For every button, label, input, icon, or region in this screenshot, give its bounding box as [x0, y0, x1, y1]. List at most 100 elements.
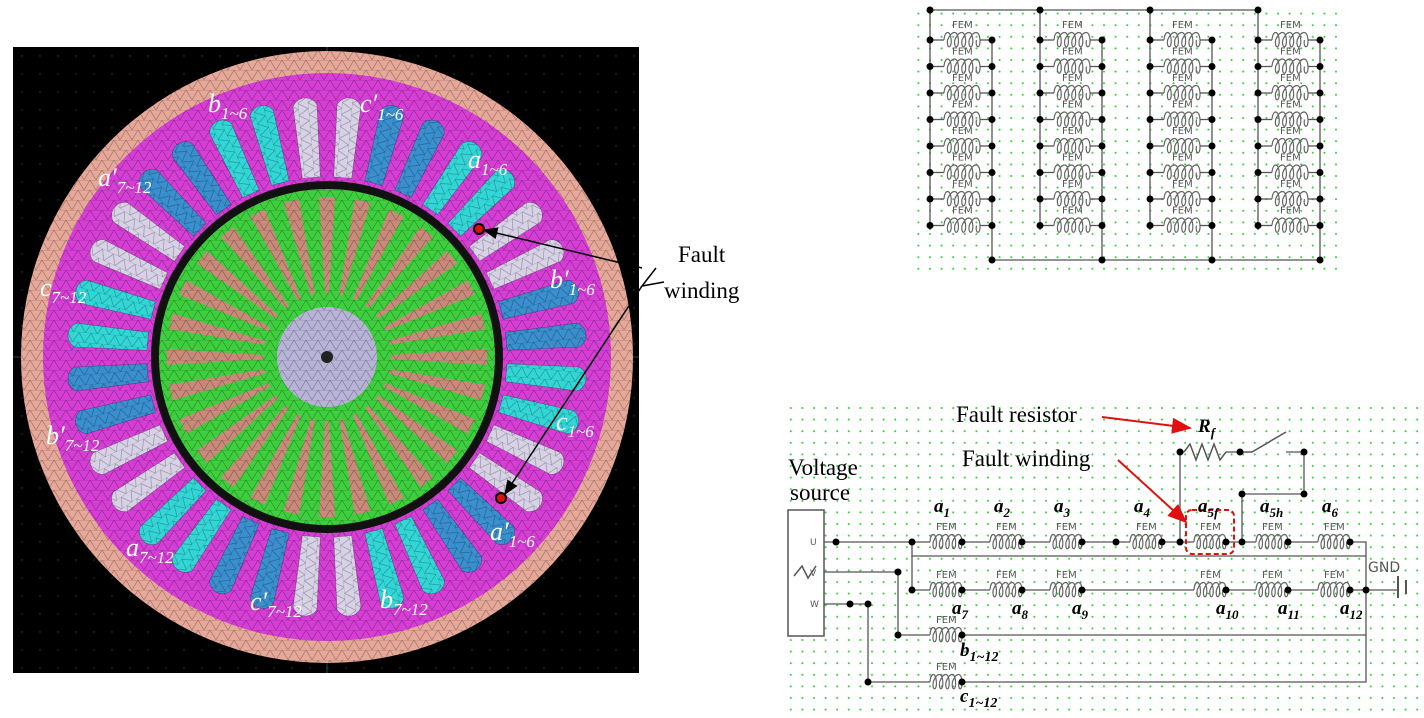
- bg-dot: [633, 181, 635, 183]
- bg-dot: [21, 541, 23, 543]
- junction-dot: [1254, 142, 1262, 150]
- inductor-coil: FEM: [1163, 20, 1201, 48]
- bg-dot: [39, 577, 41, 579]
- inductor-coil: FEM: [1163, 126, 1201, 154]
- bg-dot: [39, 181, 41, 183]
- junction-dot: [832, 538, 840, 546]
- inductor-coil: FEM: [1163, 153, 1201, 180]
- label-c-7-12: c7~12: [40, 273, 87, 307]
- junction-dot: [1098, 116, 1106, 123]
- bg-dot: [633, 289, 635, 291]
- coil-path: [943, 111, 981, 127]
- bg-dot: [201, 667, 203, 669]
- junction-dot: [1036, 63, 1044, 70]
- fault-resistor-label: Fault resistor: [956, 402, 1077, 427]
- fem-label: FEM: [1062, 206, 1083, 217]
- rf-label: Rf: [1197, 416, 1217, 440]
- fem-label: FEM: [936, 615, 957, 626]
- bg-dot: [291, 667, 293, 669]
- fem-label: FEM: [952, 126, 973, 137]
- junction-dot: [1146, 89, 1154, 97]
- inductor-coil: FEM: [1053, 179, 1091, 207]
- inductor-coil: FEM: [1317, 570, 1351, 598]
- bg-dot: [561, 649, 563, 651]
- callout-bracket: [640, 267, 665, 288]
- inductor-coil: FEM: [1271, 153, 1309, 180]
- bg-dot: [183, 667, 185, 669]
- bg-dot: [183, 631, 185, 633]
- stator-slot: [111, 452, 186, 512]
- bg-dot: [129, 55, 131, 57]
- slot-mesh: [422, 141, 482, 215]
- coil-path: [929, 673, 963, 690]
- bg-dot: [615, 127, 617, 129]
- junction-dot: [1146, 169, 1154, 176]
- stator-slot: [89, 424, 169, 475]
- bg-dot: [615, 163, 617, 165]
- junction-dot: [1222, 586, 1230, 594]
- junction-dot: [1316, 63, 1324, 70]
- junction-dot: [1208, 195, 1216, 203]
- fem-label: FEM: [936, 570, 957, 581]
- bg-dot: [543, 577, 545, 579]
- junction-dot: [926, 36, 934, 44]
- slot-mesh: [486, 424, 564, 475]
- junction-dot: [988, 36, 996, 44]
- slot-mesh: [139, 169, 207, 237]
- bg-dot: [39, 667, 41, 669]
- bg-dot: [21, 73, 23, 75]
- inductor-coil: FEM: [989, 522, 1023, 550]
- bg-dot: [381, 667, 383, 669]
- bg-dot: [597, 505, 599, 507]
- bg-dot: [615, 73, 617, 75]
- inductor-coil: FEM: [1163, 100, 1201, 127]
- junction-dot: [1362, 586, 1370, 594]
- slot-mesh: [172, 499, 232, 573]
- inductor-coil: FEM: [1053, 206, 1091, 233]
- coil-path: [943, 31, 981, 48]
- bg-dot: [21, 307, 23, 309]
- junction-dot: [1316, 36, 1324, 44]
- winding-label: a5h: [1260, 496, 1283, 520]
- bg-dot: [21, 433, 23, 435]
- fem-label: FEM: [1262, 570, 1283, 581]
- fem-label: FEM: [1062, 179, 1083, 190]
- junction-dot: [1208, 222, 1216, 229]
- coil-path: [1049, 533, 1083, 550]
- coil-path: [1053, 111, 1091, 127]
- bg-dot: [129, 91, 131, 93]
- bg-dot: [39, 91, 41, 93]
- fault-switch: [1240, 431, 1287, 453]
- bg-dot: [39, 613, 41, 615]
- junction-dot: [926, 89, 934, 97]
- bg-dot: [579, 55, 581, 57]
- stator-slot: [249, 528, 290, 609]
- coil-path: [1271, 58, 1309, 74]
- bg-dot: [615, 235, 617, 237]
- bg-dot: [489, 55, 491, 57]
- label-b-prime-1-6: b′1~6: [550, 265, 595, 299]
- label-b-prime-7-12: b′7~12: [46, 421, 100, 455]
- bg-dot: [615, 559, 617, 561]
- bg-dot: [579, 595, 581, 597]
- bg-dot: [93, 631, 95, 633]
- bg-dot: [21, 271, 23, 273]
- bg-dot: [75, 595, 77, 597]
- slot-mesh: [111, 202, 185, 262]
- bg-dot: [561, 613, 563, 615]
- bg-dot: [57, 145, 59, 147]
- junction-dot: [1238, 538, 1246, 546]
- coil-path: [1053, 190, 1091, 207]
- bg-dot: [471, 55, 473, 57]
- junction-dot: [926, 222, 934, 229]
- bg-dot: [93, 91, 95, 93]
- stator-slot: [333, 97, 362, 179]
- fem-label: FEM: [1280, 153, 1301, 164]
- bg-dot: [75, 577, 77, 579]
- bg-dot: [399, 667, 401, 669]
- bg-dot: [399, 55, 401, 57]
- fem-label: FEM: [1280, 73, 1301, 84]
- fem-label: FEM: [1056, 570, 1077, 581]
- stator-slot: [485, 424, 565, 475]
